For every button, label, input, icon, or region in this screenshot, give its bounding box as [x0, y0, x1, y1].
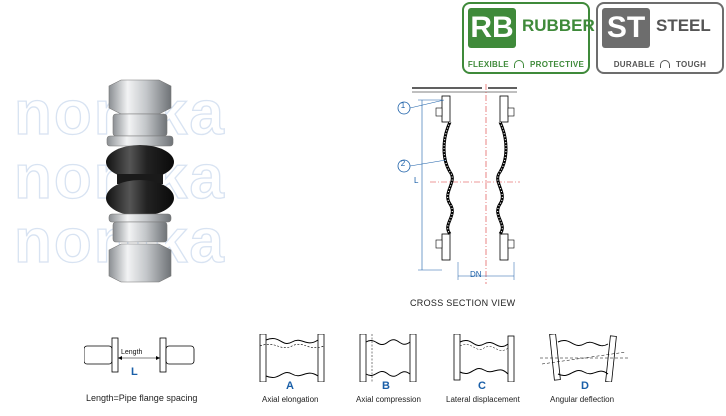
arch-icon — [660, 60, 671, 68]
movement-letter-a: A — [286, 380, 294, 392]
movement-caption-c: Lateral displacement — [446, 395, 520, 404]
steel-tagline-right: TOUGH — [676, 60, 707, 69]
movement-caption-a: Axial elongation — [262, 395, 319, 404]
rubber-badge-code: RB — [468, 8, 516, 48]
angular-deflection-diagram — [540, 334, 628, 382]
steel-badge-word: STEEL — [656, 16, 711, 35]
steel-badge: ST STEEL DURABLE TOUGH — [596, 2, 724, 74]
rubber-badge: RB RUBBER FLEXIBLE PROTECTIVE — [462, 2, 595, 74]
cross-section-title: CROSS SECTION VIEW — [410, 298, 516, 308]
rubber-tagline-left: FLEXIBLE — [467, 60, 509, 69]
axial-compression-diagram — [359, 334, 417, 382]
movement-letter-d: D — [581, 380, 589, 392]
steel-tagline-left: DURABLE — [613, 60, 655, 69]
rubber-badge-word: RUBBER — [522, 16, 595, 35]
steel-badge-tagline: DURABLE TOUGH — [598, 60, 722, 69]
steel-badge-code: ST — [602, 8, 650, 48]
length-label: Length — [121, 349, 143, 356]
length-diagram — [84, 337, 195, 373]
rubber-tagline-right: PROTECTIVE — [530, 60, 585, 69]
movement-caption-b: Axial compression — [356, 395, 421, 404]
arch-icon — [514, 60, 525, 68]
length-letter: L — [131, 366, 138, 378]
lateral-displacement-diagram — [453, 334, 515, 382]
rubber-joint-product-image — [106, 79, 174, 283]
movement-letter-c: C — [478, 380, 486, 392]
movement-caption-d: Angular deflection — [550, 395, 615, 404]
callout-1: 1 — [400, 101, 406, 110]
length-caption: Length=Pipe flange spacing — [86, 393, 198, 403]
axial-elongation-diagram — [259, 334, 325, 382]
movement-letter-b: B — [382, 380, 390, 392]
callout-2: 2 — [400, 159, 406, 168]
rubber-badge-tagline: FLEXIBLE PROTECTIVE — [464, 60, 588, 69]
cross-section-diagram — [397, 84, 520, 284]
diameter-dimension-label: DN — [470, 270, 482, 279]
length-dimension-label: L — [414, 176, 419, 185]
